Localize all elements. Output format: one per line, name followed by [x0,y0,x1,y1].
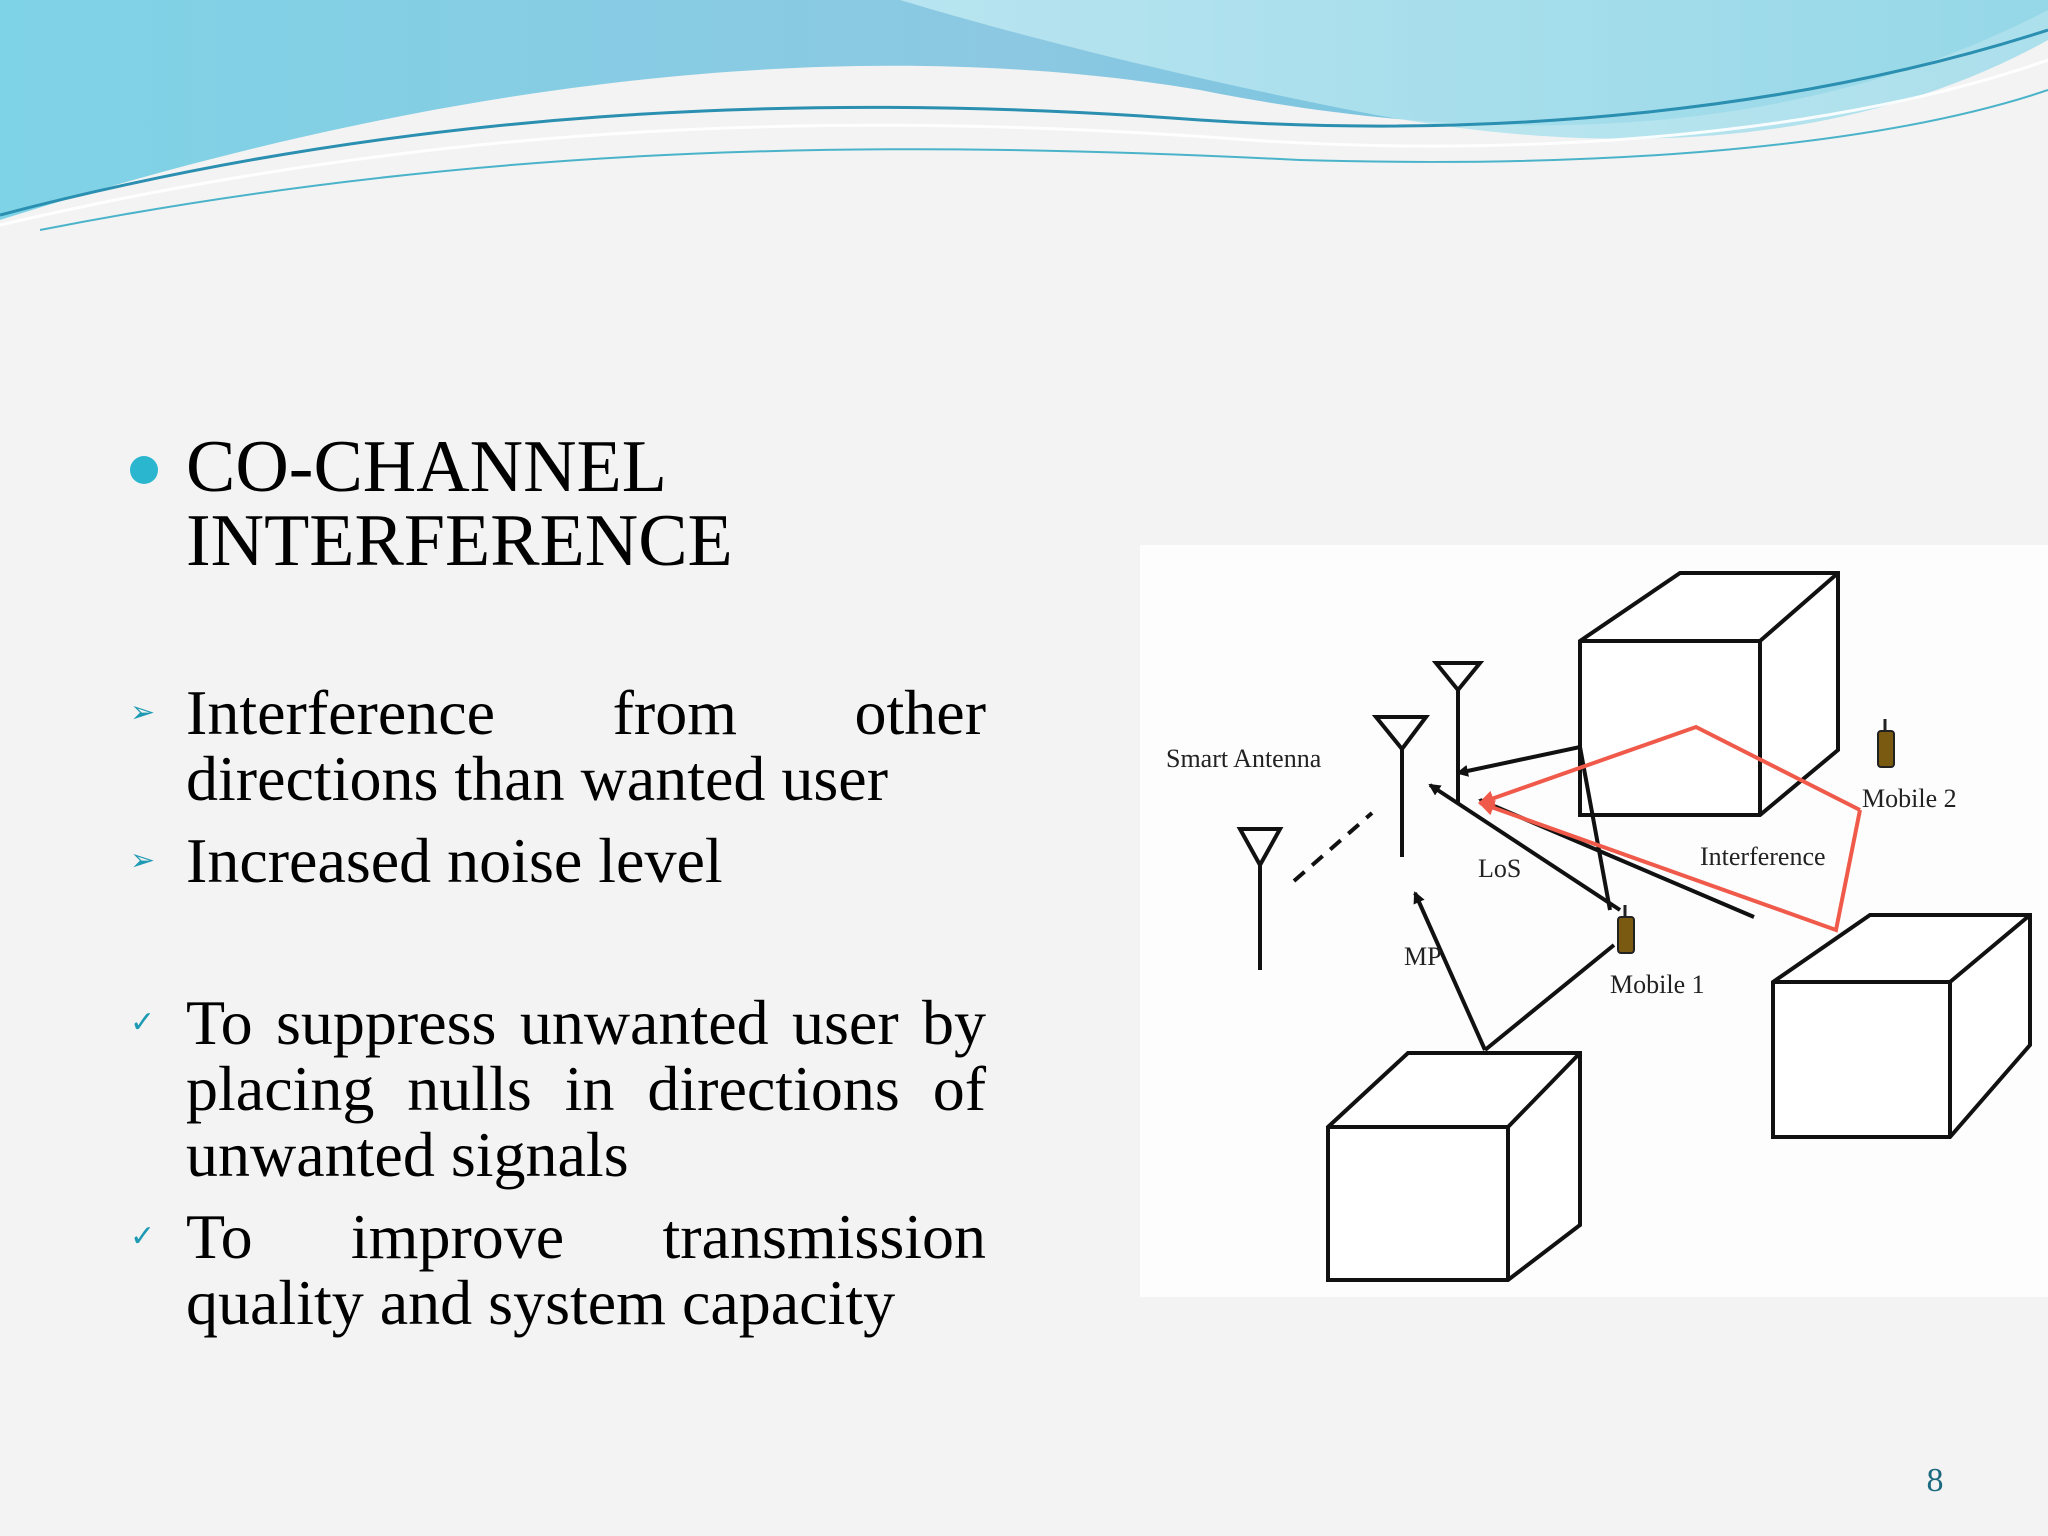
mobile-1-phone-icon [1617,905,1635,954]
building-bottom-left [1326,1051,1582,1282]
solution-text: To improve transmission quality and syst… [186,1201,986,1338]
mobile-2-phone-icon [1877,719,1895,768]
problem-text: Interference from other directions than … [186,677,986,814]
label-mobile-2: Mobile 2 [1862,784,1957,813]
solutions-list: ✓ To suppress unwanted user by placing n… [130,990,986,1352]
solution-text: To suppress unwanted user by placing nul… [186,987,986,1190]
building-bottom-right [1771,913,2032,1139]
solution-item: ✓ To improve transmission quality and sy… [130,1204,986,1336]
problem-item: ➢ Interference from other directions tha… [130,680,986,812]
wave-header-decoration [0,0,2048,231]
label-interference: Interference [1700,842,1826,871]
label-los: LoS [1478,854,1521,883]
problems-list: ➢ Interference from other directions tha… [130,680,986,910]
check-mark-icon: ✓ [130,1005,156,1040]
interference-paths [1478,724,1862,933]
arrow-bullet-icon: ➢ [130,843,156,878]
smart-antenna-diagram: Smart Antenna Mobile 1 Mobile 2 Interfer… [1140,545,2048,1297]
label-mp: MP [1404,942,1442,971]
antenna-array-dots [1292,811,1374,883]
antenna-element [1371,715,1430,857]
building-top-right [1578,571,1840,817]
page-number: 8 [1926,1462,1944,1499]
antenna-element [1431,661,1485,803]
arrow-bullet-icon: ➢ [130,695,156,730]
label-mobile-1: Mobile 1 [1610,970,1705,999]
label-smart-antenna: Smart Antenna [1166,744,1322,773]
slide-heading: CO-CHANNEL INTERFERENCE [186,426,733,582]
problem-item: ➢ Increased noise level [130,828,986,894]
check-mark-icon: ✓ [130,1219,156,1254]
heading-bullet-icon [130,456,158,484]
solution-item: ✓ To suppress unwanted user by placing n… [130,990,986,1188]
problem-text: Increased noise level [186,825,723,896]
antenna-element [1236,827,1284,970]
